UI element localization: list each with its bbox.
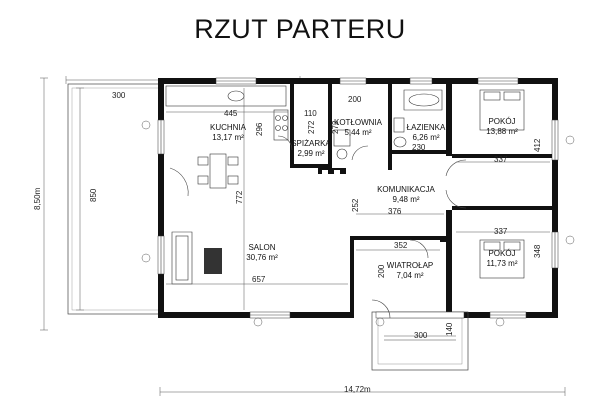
room-name: WIATROŁAP (387, 261, 434, 270)
room-area: 2,99 m² (297, 149, 324, 158)
entrance-porch (371, 311, 469, 371)
room-lazienka: ŁAZIENKA 6,26 m² (407, 123, 446, 142)
bathroom-fixtures (393, 89, 443, 148)
dim-272-a: 272 (307, 120, 316, 134)
dim-352: 352 (394, 241, 408, 250)
room-name: SALON (248, 243, 275, 252)
room-name: KOTŁOWNIA (334, 118, 383, 127)
room-name: ŁAZIENKA (407, 123, 446, 132)
room-name: POKÓJ (488, 117, 515, 126)
dining-table (197, 153, 239, 189)
plan-title: RZUT PARTERU (194, 14, 406, 44)
room-area: 6,26 m² (412, 133, 439, 142)
dimension-labels: 300 445 110 200 230 337 376 352 337 657 … (33, 91, 542, 394)
room-name: SPIŻARKA (291, 139, 331, 148)
room-wiatrolap: WIATROŁAP 7,04 m² (387, 261, 434, 280)
bed-1 (479, 89, 525, 131)
room-area: 13,17 m² (212, 133, 244, 142)
dim-140: 140 (445, 322, 454, 336)
dim-657: 657 (252, 275, 266, 284)
dim-445: 445 (224, 109, 238, 118)
room-name: KOMUNIKACJA (377, 185, 435, 194)
interior-walls (290, 84, 552, 316)
room-name: KUCHNIA (210, 123, 247, 132)
room-komunikacja: KOMUNIKACJA 9,48 m² (377, 185, 435, 204)
room-kotlownia: KOTŁOWNIA 5,44 m² (334, 118, 383, 137)
room-area: 7,04 m² (396, 271, 423, 280)
room-salon: SALON 30,76 m² (246, 243, 278, 262)
dim-1472m: 14,72m (344, 385, 371, 394)
dim-272-b: 272 (331, 120, 340, 134)
dim-252: 252 (351, 198, 360, 212)
room-kuchnia: KUCHNIA 13,17 m² (210, 123, 247, 142)
dim-412: 412 (533, 138, 542, 152)
dim-110: 110 (304, 109, 317, 118)
room-pokoj-1: POKÓJ 13,88 m² (486, 117, 518, 136)
dim-337-b: 337 (494, 227, 508, 236)
kitchen-fixtures (165, 85, 289, 141)
living-furniture (171, 231, 222, 285)
room-area: 11,73 m² (487, 259, 518, 268)
room-area: 13,88 m² (486, 127, 518, 136)
windows (157, 77, 559, 319)
dim-337-a: 337 (494, 155, 508, 164)
bed-2 (479, 239, 525, 279)
terrace (67, 83, 163, 315)
room-area: 9,48 m² (392, 195, 419, 204)
room-pokoj-2: POKÓJ 11,73 m² (487, 249, 518, 268)
room-area: 5,44 m² (344, 128, 371, 137)
boiler-fixtures (333, 129, 351, 160)
dim-850m: 8,50m (33, 187, 42, 210)
dim-230: 230 (412, 143, 426, 152)
room-name: POKÓJ (488, 249, 515, 258)
dim-348: 348 (533, 244, 542, 258)
dim-772: 772 (235, 190, 244, 204)
dim-376: 376 (388, 207, 402, 216)
section-markers (141, 120, 575, 327)
dim-850: 850 (89, 188, 98, 202)
dim-300-top: 300 (112, 91, 126, 100)
room-area: 30,76 m² (246, 253, 278, 262)
room-spizarka: SPIŻARKA 2,99 m² (291, 139, 331, 158)
dim-296: 296 (255, 122, 264, 136)
doors (169, 135, 467, 319)
internal-dim-lines (166, 88, 550, 337)
dim-200-top: 200 (348, 95, 362, 104)
dim-200-left: 200 (377, 264, 386, 278)
dim-300-bottom: 300 (414, 331, 428, 340)
